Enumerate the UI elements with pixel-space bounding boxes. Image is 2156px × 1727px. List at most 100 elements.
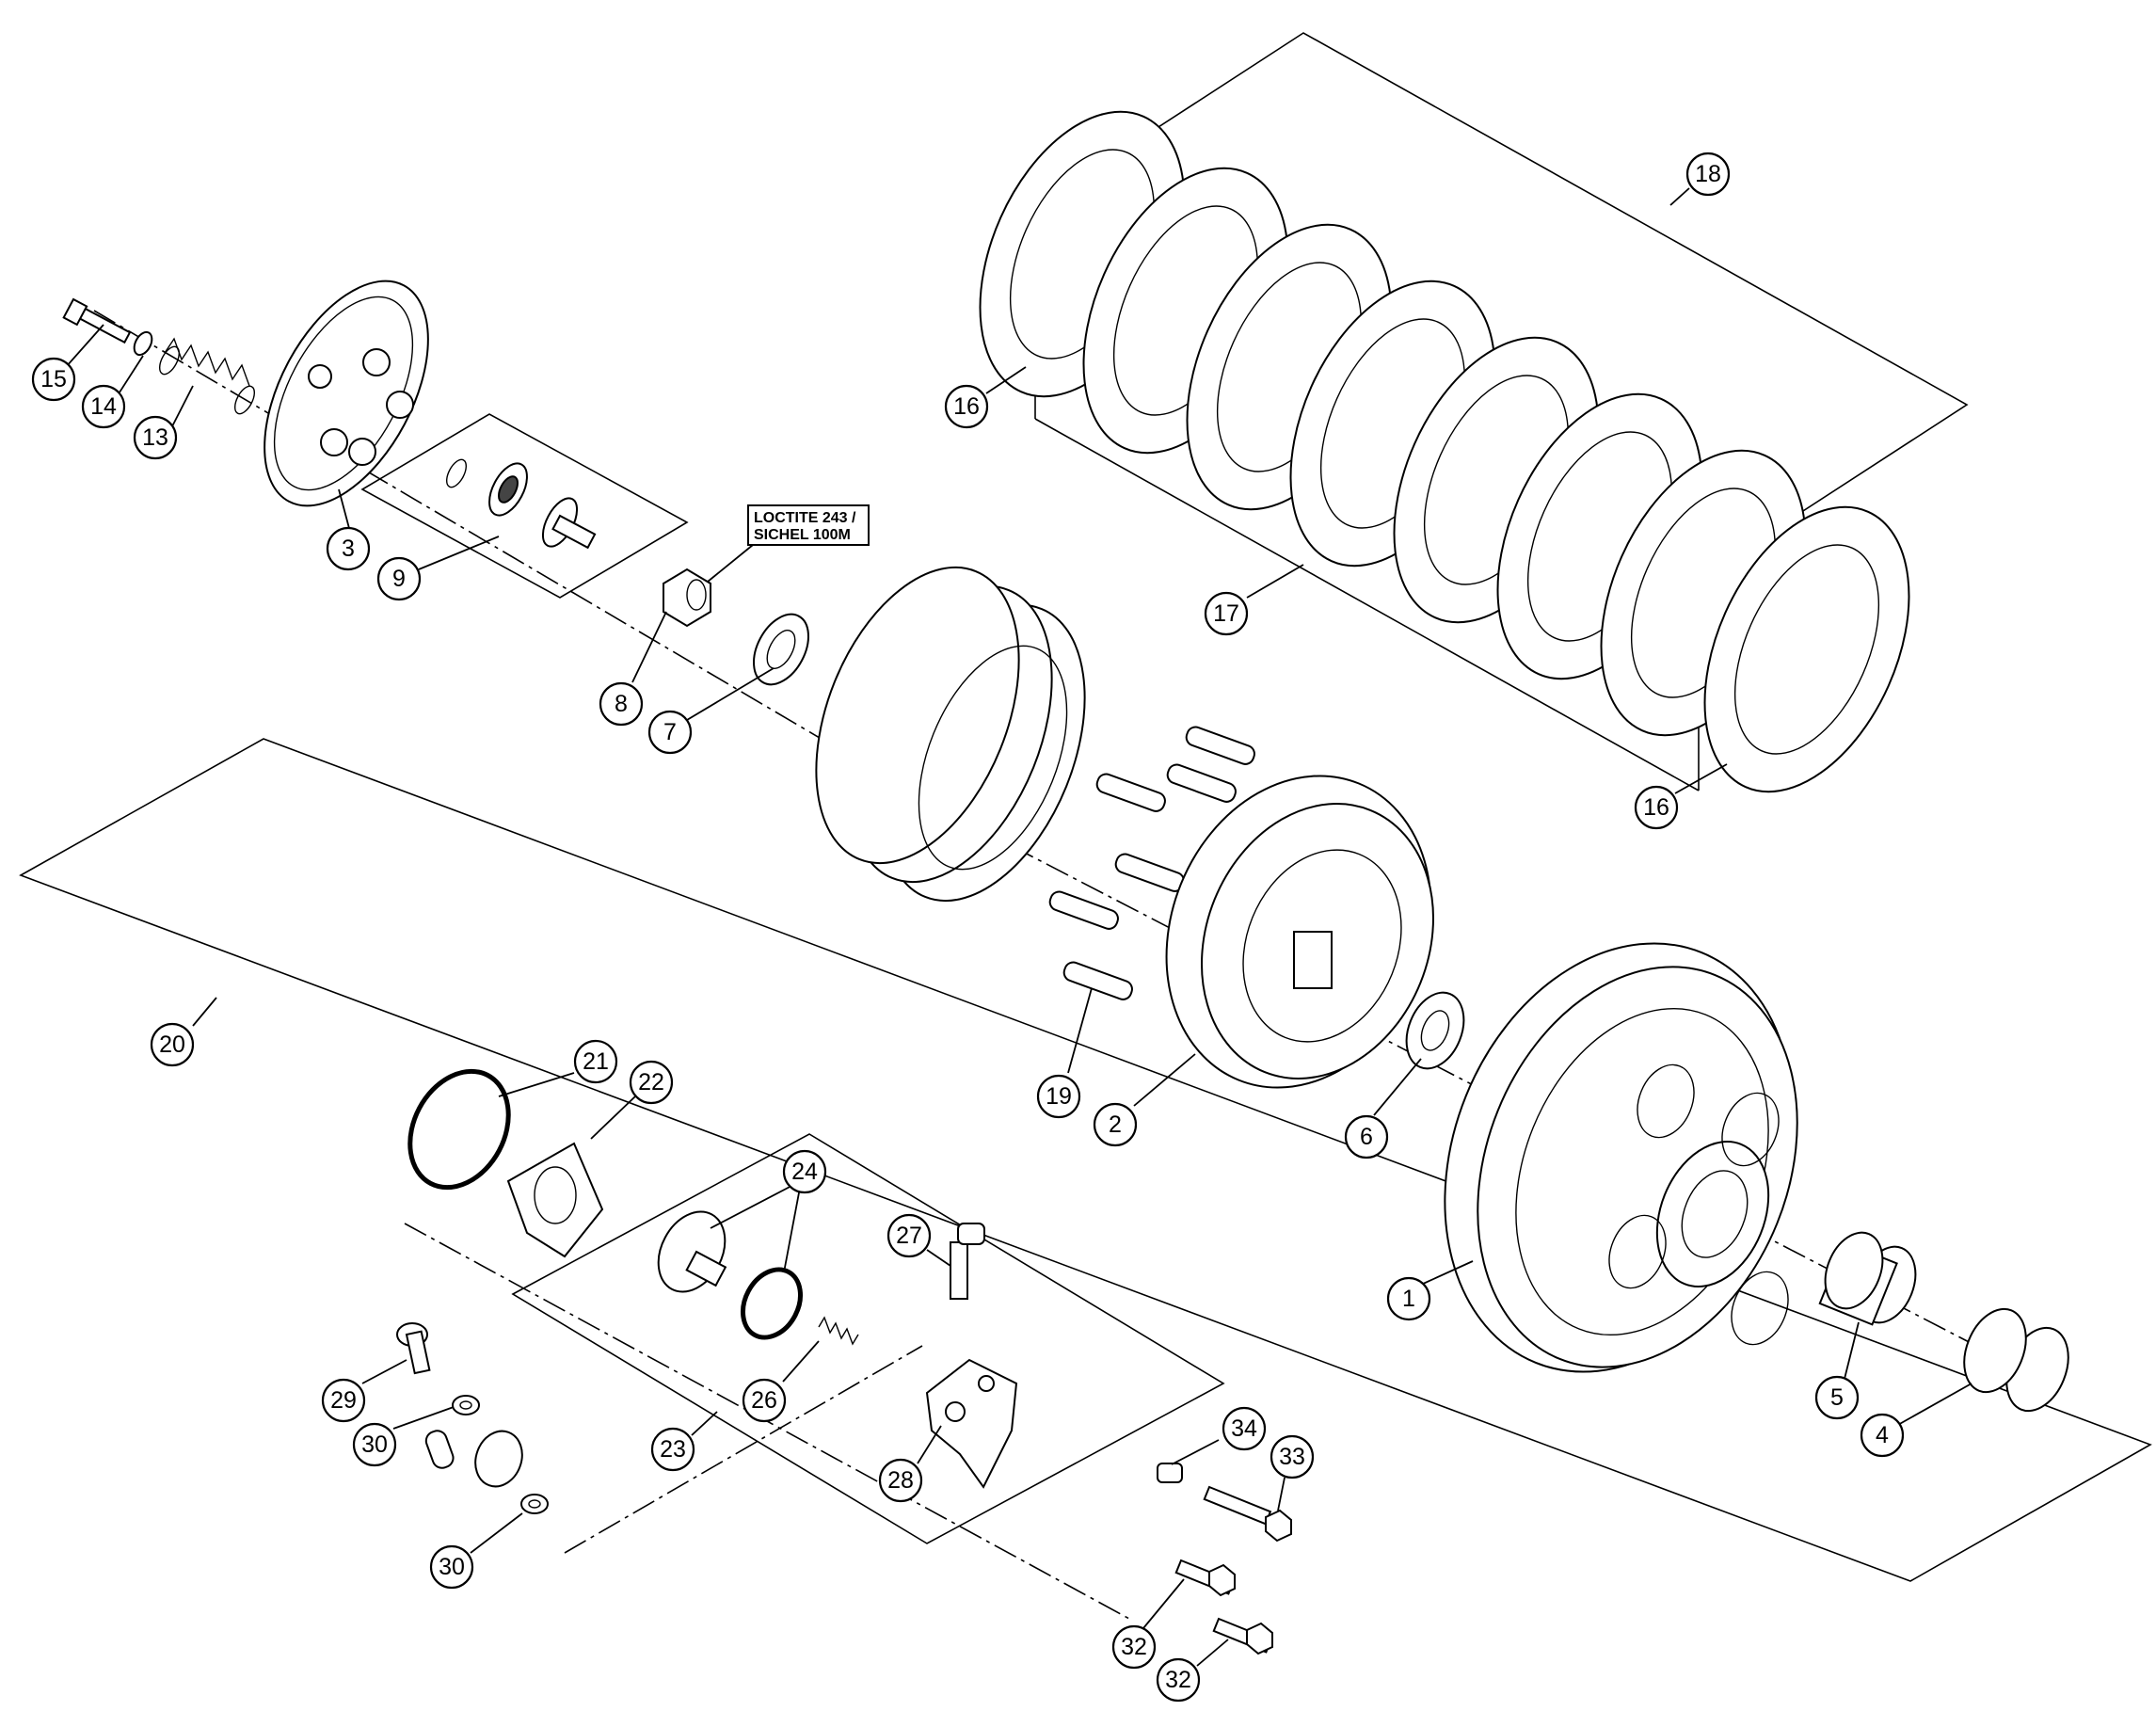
callout-6: 6 (1344, 1114, 1389, 1159)
bushing-4 (1963, 1307, 2069, 1413)
clutch-pack (815, 566, 1086, 903)
svg-text:17: 17 (1213, 600, 1239, 627)
svg-text:29: 29 (330, 1387, 357, 1414)
spring-26 (818, 1316, 859, 1346)
svg-text:33: 33 (1279, 1444, 1305, 1470)
callout-3: 3 (326, 526, 371, 571)
washer-14 (133, 330, 153, 357)
callout-14: 14 (81, 384, 126, 429)
callout-32-lower: 32 (1156, 1657, 1201, 1703)
svg-text:16: 16 (953, 393, 980, 420)
svg-text:15: 15 (40, 366, 67, 392)
spacer-34 (1157, 1463, 1183, 1483)
needle-bearing-5 (1818, 1231, 1917, 1326)
bleed-valve-27 (950, 1223, 985, 1300)
svg-text:16: 16 (1643, 794, 1669, 821)
callout-33: 33 (1270, 1434, 1315, 1479)
note-line-2: SICHEL 100M (754, 527, 851, 543)
inner-hub (1165, 775, 1434, 1089)
loctite-note: LOCTITE 243 / SICHEL 100M (707, 504, 870, 583)
svg-text:3: 3 (342, 536, 355, 562)
bolt-32-upper (1174, 1559, 1236, 1597)
svg-text:20: 20 (159, 1031, 185, 1058)
callout-23: 23 (650, 1427, 695, 1472)
callout-16-top: 16 (944, 384, 989, 429)
washer-30-upper (452, 1395, 480, 1415)
callout-30-lower: 30 (429, 1544, 474, 1590)
washer-7 (753, 613, 809, 686)
svg-text:21: 21 (583, 1048, 609, 1075)
o-ring-24 (741, 1267, 803, 1340)
svg-text:5: 5 (1830, 1384, 1844, 1411)
spring-13 (158, 337, 256, 415)
piston-24 (657, 1210, 727, 1293)
svg-text:19: 19 (1046, 1083, 1072, 1110)
svg-text:7: 7 (663, 719, 677, 745)
slave-body-28 (925, 1358, 1018, 1489)
callouts: 15 14 13 3 9 8 7 16 18 17 16 20 21 22 19… (31, 152, 1905, 1703)
svg-text:30: 30 (439, 1554, 465, 1580)
svg-text:8: 8 (615, 691, 628, 717)
pins-19 (1048, 726, 1255, 1000)
bolt-32-lower (1212, 1617, 1273, 1655)
bolt-15 (62, 297, 132, 344)
banjo-bolt-29 (396, 1322, 431, 1375)
svg-text:2: 2 (1109, 1111, 1122, 1138)
svg-text:27: 27 (896, 1223, 922, 1249)
clutch-basket (1444, 942, 1798, 1373)
leader-lines (65, 187, 1972, 1667)
svg-text:32: 32 (1165, 1667, 1191, 1693)
callout-28: 28 (878, 1458, 923, 1503)
callout-22: 22 (629, 1060, 674, 1105)
callout-13: 13 (133, 415, 178, 460)
push-rod-20 (58, 901, 398, 1095)
callout-4: 4 (1860, 1413, 1905, 1458)
callout-1: 1 (1386, 1276, 1431, 1321)
callout-18: 18 (1685, 152, 1731, 197)
bolt-33 (1203, 1485, 1292, 1543)
callout-32-upper: 32 (1111, 1624, 1157, 1670)
svg-text:4: 4 (1876, 1422, 1889, 1448)
callout-17: 17 (1204, 591, 1249, 636)
callout-8: 8 (599, 681, 644, 727)
svg-text:34: 34 (1231, 1415, 1257, 1442)
svg-text:22: 22 (638, 1069, 664, 1095)
svg-text:32: 32 (1121, 1634, 1147, 1660)
gasket-22 (506, 1142, 604, 1258)
note-line-1: LOCTITE 243 / (754, 510, 856, 526)
svg-text:23: 23 (660, 1436, 686, 1463)
callout-29: 29 (321, 1378, 366, 1423)
callout-2: 2 (1093, 1102, 1138, 1147)
callout-5: 5 (1814, 1375, 1860, 1420)
svg-text:9: 9 (392, 566, 406, 592)
svg-text:18: 18 (1695, 161, 1721, 187)
svg-text:14: 14 (90, 393, 117, 420)
release-bearing-group (445, 458, 597, 550)
banjo-fitting (424, 1430, 523, 1488)
callout-27: 27 (886, 1213, 932, 1258)
callout-16-bottom: 16 (1634, 785, 1679, 830)
callout-7: 7 (647, 710, 693, 755)
svg-text:24: 24 (791, 1159, 818, 1185)
callout-24: 24 (782, 1149, 827, 1194)
callout-9: 9 (376, 556, 422, 601)
svg-text:13: 13 (142, 424, 168, 451)
callout-30-upper: 30 (352, 1422, 397, 1467)
svg-text:26: 26 (751, 1387, 777, 1414)
callout-15: 15 (31, 357, 76, 402)
svg-text:6: 6 (1360, 1124, 1373, 1150)
nut-8 (663, 568, 711, 628)
svg-text:28: 28 (887, 1467, 914, 1494)
svg-text:1: 1 (1402, 1286, 1415, 1312)
pressure-plate (264, 280, 429, 507)
washer-6 (1405, 991, 1465, 1070)
callout-19: 19 (1036, 1074, 1081, 1119)
callout-20: 20 (150, 1022, 195, 1067)
svg-text:30: 30 (361, 1431, 388, 1458)
callout-26: 26 (742, 1378, 787, 1423)
callout-34: 34 (1222, 1406, 1267, 1451)
callout-21: 21 (573, 1039, 618, 1084)
o-ring-21 (407, 1068, 511, 1191)
washer-30-lower (520, 1494, 549, 1514)
